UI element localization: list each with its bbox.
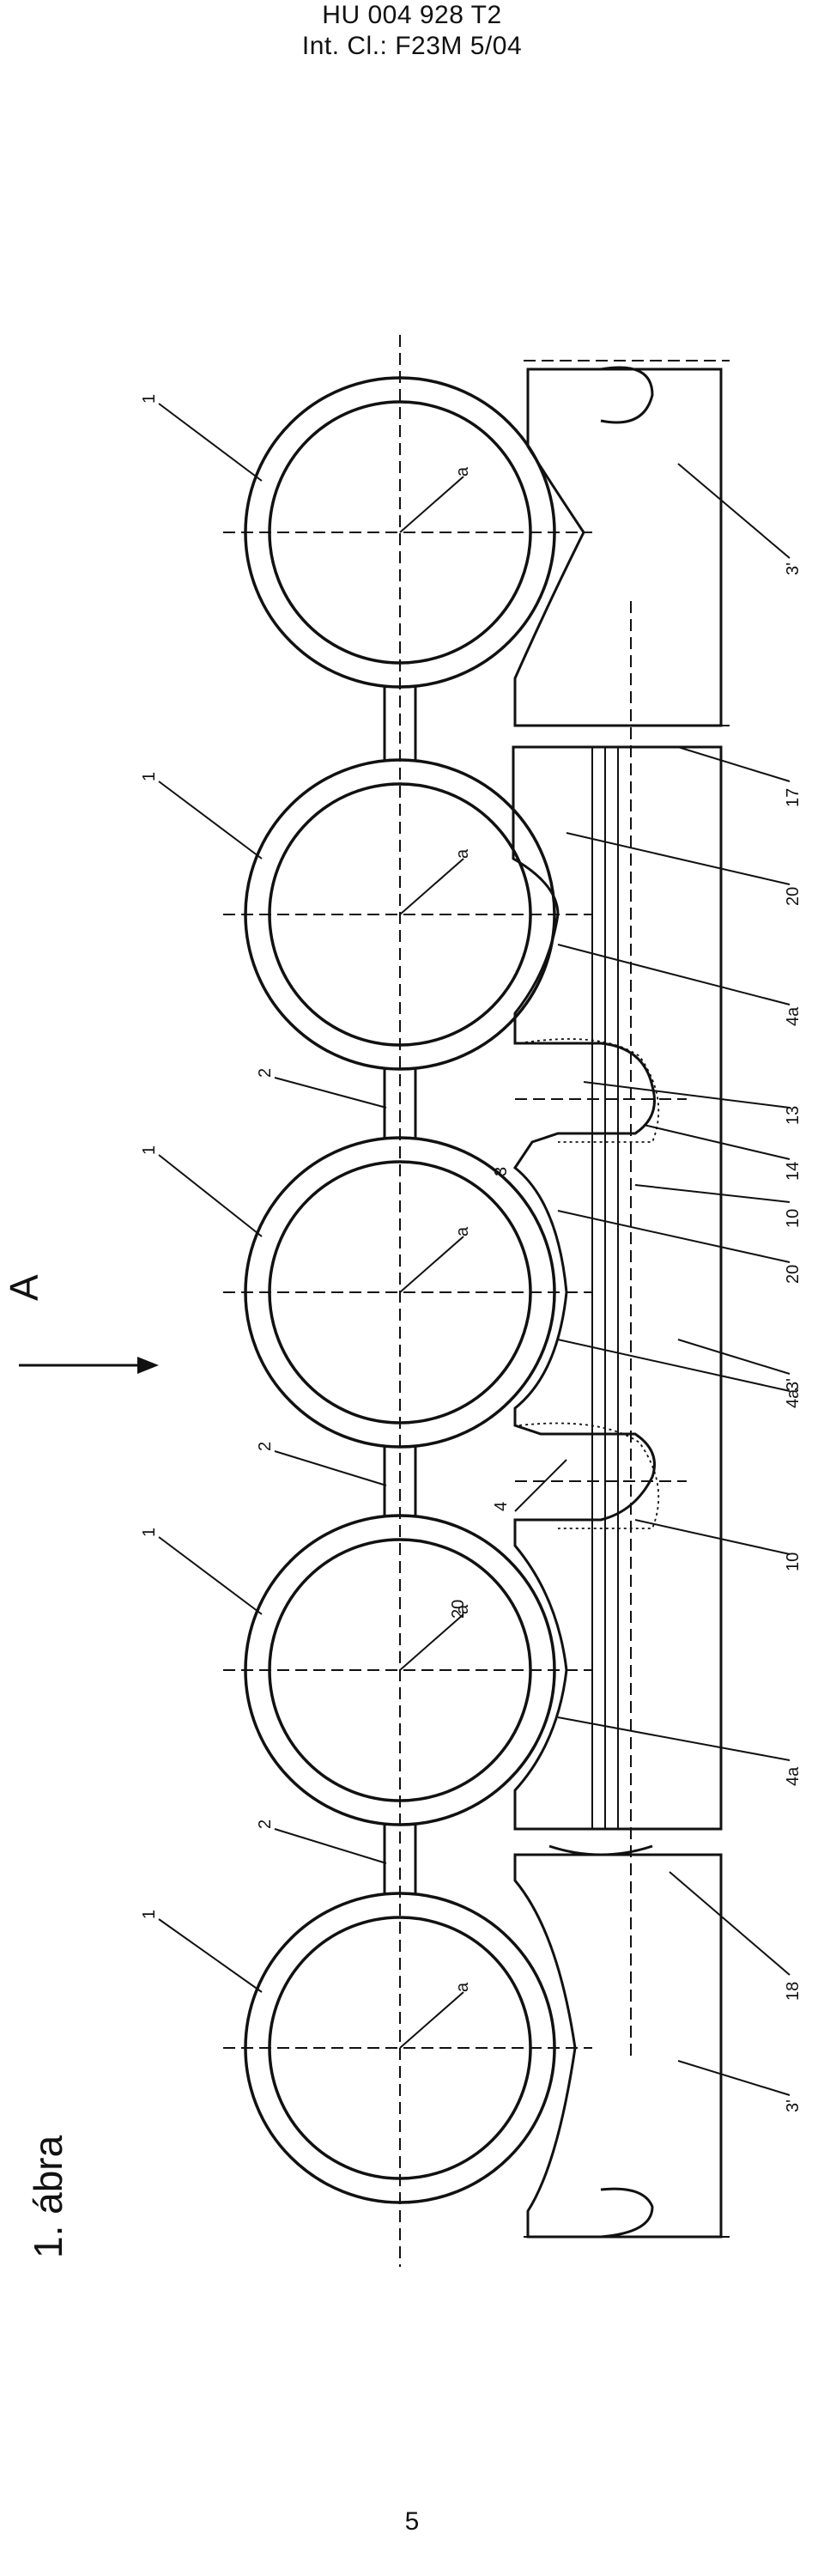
label-20b: 20: [784, 1265, 803, 1284]
label-a: a: [453, 466, 472, 477]
label-1e: 1: [140, 1910, 159, 1919]
label-10: 10: [784, 1209, 803, 1228]
label-a3: a: [453, 1226, 472, 1236]
reference-labels: 1 1 1 1 1 2 2 2 a a a a a 3' 3' 3' 17 20…: [140, 394, 803, 2112]
label-4: 4: [492, 1502, 511, 1511]
label-4a: 4a: [784, 1006, 803, 1026]
refractory-block-middle: [512, 745, 723, 1831]
label-3: 3: [492, 1167, 511, 1176]
pipe-1: [223, 376, 592, 689]
label-18: 18: [784, 1982, 803, 2001]
label-1b: 1: [140, 772, 159, 781]
label-3p2: 3': [784, 1378, 803, 1391]
label-1: 1: [140, 394, 159, 404]
label-10b: 10: [784, 1552, 803, 1571]
label-13: 13: [784, 1106, 803, 1125]
label-1c: 1: [140, 1145, 159, 1155]
view-label: A: [2, 1274, 46, 1301]
page-number: 5: [404, 2507, 420, 2536]
patent-header: HU 004 928 T2 Int. Cl.: F23M 5/04: [0, 0, 824, 62]
label-a4: a: [453, 1604, 472, 1614]
label-1d: 1: [140, 1528, 159, 1537]
label-a5: a: [453, 1982, 472, 1992]
figure-caption: 1. ábra: [26, 2135, 70, 2258]
label-4a2: 4a: [784, 1388, 803, 1408]
pipe-3: [223, 1136, 592, 1449]
label-4a3: 4a: [784, 1766, 803, 1786]
label-3p: 3': [784, 562, 803, 575]
label-17: 17: [784, 788, 803, 807]
leader-lines: [158, 403, 791, 2096]
pipe-4: [223, 1514, 592, 1826]
fins: [383, 687, 417, 1893]
label-2: 2: [256, 1068, 275, 1078]
patent-number: HU 004 928 T2: [322, 1, 502, 29]
label-2c: 2: [256, 1820, 275, 1829]
label-14: 14: [784, 1162, 803, 1181]
pipe-2: [223, 758, 592, 1071]
refractory-block-bottom: [513, 1844, 723, 2239]
pipe-5: [223, 1892, 592, 2204]
refractory-block-top: [513, 366, 730, 727]
label-3p3: 3': [784, 2099, 803, 2112]
label-20: 20: [784, 887, 803, 906]
label-2b: 2: [256, 1442, 275, 1451]
label-a2: a: [453, 848, 472, 859]
classification: Int. Cl.: F23M 5/04: [301, 32, 523, 60]
label-20c: 20: [449, 1600, 468, 1619]
view-arrow: [19, 1357, 159, 1374]
